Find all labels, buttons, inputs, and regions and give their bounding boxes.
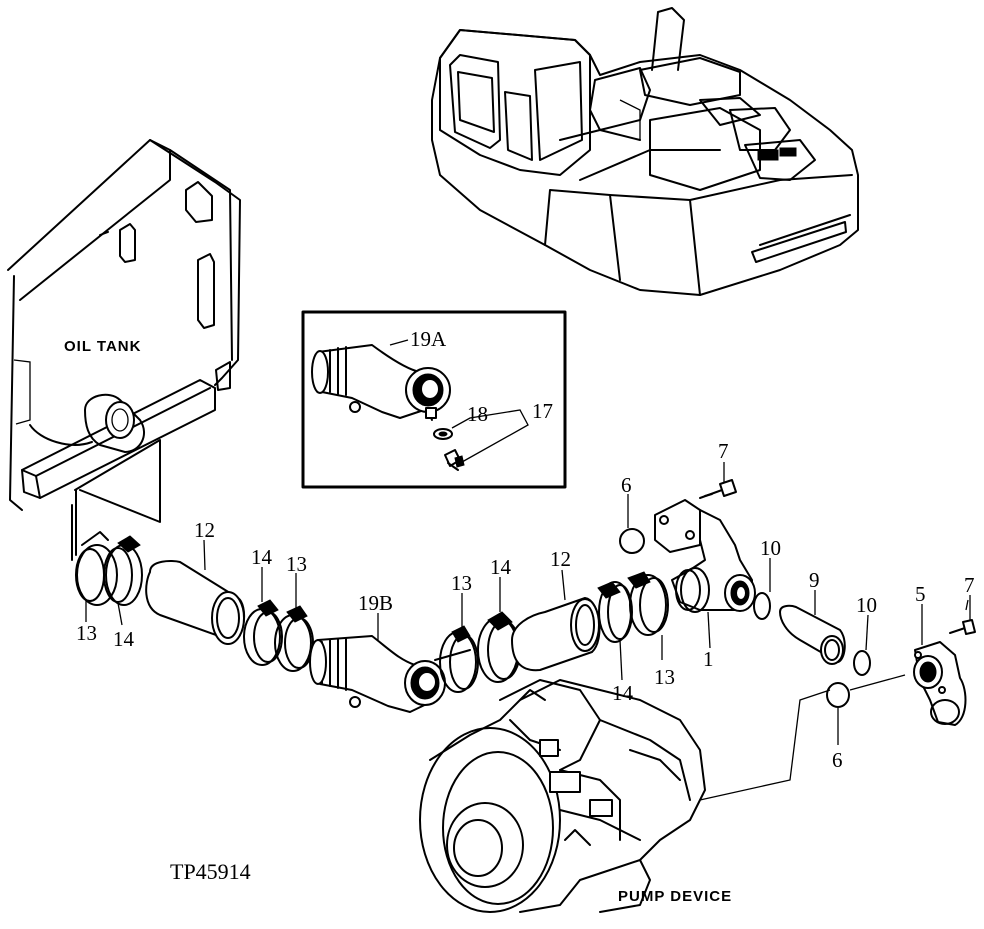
o-ring-6-bottom <box>826 682 850 708</box>
callout-5: 5 <box>915 582 926 606</box>
elbow-19a-drawing <box>311 344 451 421</box>
callout-13: 13 <box>654 665 675 689</box>
callout-1: 1 <box>703 647 714 671</box>
clamp-pair-middle <box>243 599 314 672</box>
callout-13: 13 <box>451 571 472 595</box>
callout-13: 13 <box>286 552 307 576</box>
hose-12-right <box>511 597 601 672</box>
elbow-5 <box>913 619 976 726</box>
hose-12-left <box>145 560 246 645</box>
callout-14: 14 <box>113 627 135 651</box>
o-ring-10-left <box>753 592 771 620</box>
callout-14: 14 <box>490 555 512 579</box>
callout-6: 6 <box>621 473 632 497</box>
label-17: 17 <box>532 399 553 423</box>
callout-12: 12 <box>550 547 571 571</box>
callout-7: 7 <box>718 439 729 463</box>
o-ring-6-top <box>619 528 645 554</box>
pipe-9 <box>779 604 846 665</box>
pump-device-illustration <box>419 679 831 913</box>
callout-19b: 19B <box>358 591 393 615</box>
leader-lines <box>85 462 971 745</box>
callout-6: 6 <box>832 748 843 772</box>
bolt-7-top <box>699 479 737 499</box>
o-ring-10-right <box>853 650 871 676</box>
callout-14: 14 <box>612 681 634 705</box>
label-18: 18 <box>467 402 488 426</box>
callout-7: 7 <box>964 573 975 597</box>
pump-device-caption: PUMP DEVICE <box>618 888 732 905</box>
clamp-pair-right <box>597 571 669 643</box>
plug-17-drawing <box>444 449 465 471</box>
callout-9: 9 <box>809 568 820 592</box>
callout-10: 10 <box>760 536 781 560</box>
label-19a: 19A <box>410 327 447 351</box>
callout-14: 14 <box>251 545 273 569</box>
callout-12: 12 <box>194 518 215 542</box>
excavator-illustration <box>431 7 859 296</box>
callout-13: 13 <box>76 621 97 645</box>
oil-tank-caption: OIL TANK <box>64 338 141 355</box>
fitting-1 <box>654 499 756 613</box>
callout-10: 10 <box>856 593 877 617</box>
figure-id: TP45914 <box>170 859 251 884</box>
inset-detail-box <box>301 310 567 489</box>
oil-tank-illustration <box>7 139 241 556</box>
clamp-pair-right-middle <box>439 611 521 693</box>
clamp-pair-left <box>71 504 143 606</box>
elbow-19b <box>309 635 471 713</box>
